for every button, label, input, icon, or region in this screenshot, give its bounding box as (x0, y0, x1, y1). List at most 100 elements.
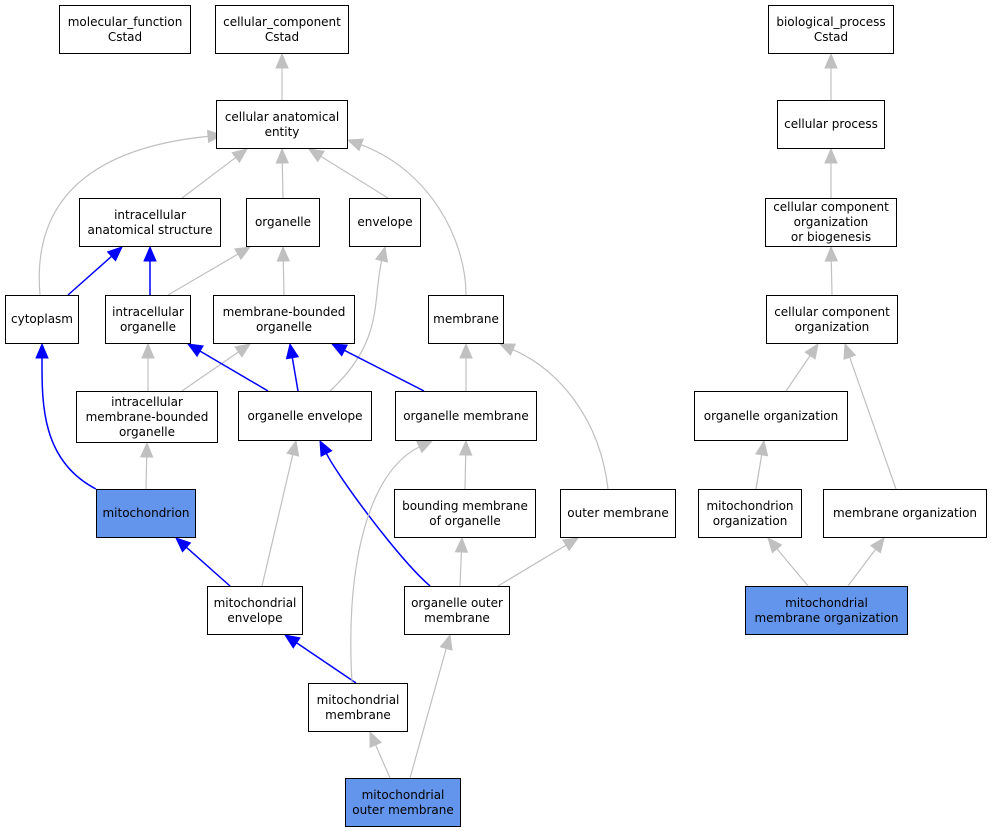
arrowhead (35, 342, 49, 359)
arrowhead (498, 343, 516, 356)
edge-io-to-organelle (167, 246, 252, 296)
arrowhead (139, 441, 154, 458)
edge-om-to-membrane (459, 342, 473, 391)
edge-oe-to-io (186, 343, 269, 392)
edge-mm-to-om (350, 440, 434, 684)
edge-oe-to-mbo (285, 342, 300, 392)
node-organelle[interactable]: organelle (246, 198, 320, 247)
arrowhead (319, 439, 333, 457)
node-membrane[interactable]: membrane (428, 295, 504, 344)
edge-outm-to-membrane (498, 343, 609, 490)
edge-ccob-to-cproc (824, 147, 838, 198)
arrowhead (439, 633, 453, 651)
edge-cytoplasm-to-ias (67, 246, 123, 296)
node-ias[interactable]: intracellular anatomical structure (79, 198, 221, 247)
arrowhead (416, 440, 434, 454)
edge-mm-to-menv (283, 634, 357, 684)
node-mf[interactable]: molecular_function Cstad (59, 5, 191, 54)
arrowhead (141, 342, 155, 359)
edge-memorg-to-cco (843, 342, 897, 490)
edge-cae-to-cc (275, 52, 289, 100)
arrowhead (458, 439, 473, 456)
edge-mito-to-imbo (139, 441, 154, 490)
node-morg[interactable]: mitochondrion organization (698, 489, 802, 538)
edge-cco-to-ccob (824, 245, 839, 296)
node-menv[interactable]: mitochondrial envelope (207, 586, 303, 635)
node-io[interactable]: intracellular organelle (105, 295, 191, 344)
arrowhead (234, 246, 252, 261)
arrowhead (307, 148, 325, 163)
arrowhead (824, 52, 838, 69)
arrowhead (286, 439, 300, 457)
arrowhead (106, 246, 123, 262)
edge-menv-to-mito (175, 537, 231, 587)
arrowhead (824, 147, 838, 164)
node-cytoplasm[interactable]: cytoplasm (5, 295, 79, 344)
edge-mmo-to-morg (767, 537, 809, 587)
node-cproc[interactable]: cellular process (777, 100, 885, 149)
node-om[interactable]: organelle membrane (395, 391, 537, 441)
node-mmo[interactable]: mitochondrial membrane organization (745, 586, 908, 635)
edge-om-to-mbo (330, 343, 425, 392)
arrowhead (346, 138, 364, 152)
arrowhead (175, 537, 192, 553)
node-oom[interactable]: organelle outer membrane (404, 586, 510, 635)
arrowhead (804, 342, 819, 360)
arrowhead (754, 439, 769, 457)
node-oe[interactable]: organelle envelope (238, 391, 372, 441)
node-mito[interactable]: mitochondrion (96, 489, 196, 538)
edge-mom-to-oom (409, 633, 453, 779)
node-cco[interactable]: cellular component organization (766, 295, 898, 344)
arrowhead (374, 245, 389, 263)
node-bmo[interactable]: bounding membrane of organelle (394, 489, 536, 538)
edge-oom-to-oe (319, 439, 431, 587)
arrowhead (275, 52, 289, 69)
arrowhead (330, 343, 348, 357)
node-envelope[interactable]: envelope (349, 198, 421, 247)
arrowhead (206, 129, 224, 144)
node-ccob[interactable]: cellular component organization or bioge… (765, 198, 897, 247)
edge-oom-to-bmo (454, 536, 469, 587)
arrowhead (276, 245, 291, 262)
arrowhead (186, 343, 204, 358)
node-mbo[interactable]: membrane-bounded organelle (213, 295, 355, 344)
arrowhead (562, 537, 580, 552)
node-bp[interactable]: biological_process Cstad (768, 5, 894, 54)
edge-oorg-to-cco (785, 342, 819, 392)
edge-io-to-ias (143, 245, 157, 295)
arrowhead (369, 730, 382, 748)
edge-cproc-to-bp (824, 52, 838, 100)
arrowhead (869, 536, 885, 554)
arrowhead (454, 536, 469, 553)
edge-envelope-to-cae (307, 148, 389, 199)
edge-mmo-to-memorg (847, 536, 885, 587)
edge-bmo-to-om (458, 439, 473, 490)
node-cae[interactable]: cellular anatomical entity (216, 100, 348, 149)
edge-membrane-to-cae (346, 138, 467, 296)
node-cc[interactable]: cellular_component Cstad (215, 5, 349, 54)
node-memorg[interactable]: membrane organization (823, 489, 987, 538)
arrowhead (843, 342, 857, 360)
edge-oe-to-envelope (329, 245, 389, 392)
arrowhead (234, 343, 252, 358)
arrowhead (143, 245, 157, 262)
arrowhead (275, 147, 290, 164)
edge-organelle-to-cae (275, 147, 290, 199)
edge-menv-to-oe (261, 439, 300, 587)
edge-oom-to-outm (497, 537, 580, 587)
node-mom[interactable]: mitochondrial outer membrane (345, 778, 461, 827)
arrowhead (231, 148, 249, 164)
edge-morg-to-oorg (754, 439, 769, 490)
arrowhead (459, 342, 473, 359)
edge-imbo-to-io (141, 342, 155, 391)
edge-ias-to-cae (181, 148, 249, 199)
edge-mom-to-mm (369, 730, 391, 779)
node-oorg[interactable]: organelle organization (694, 391, 848, 441)
node-mm[interactable]: mitochondrial membrane (308, 683, 408, 732)
node-outm[interactable]: outer membrane (560, 489, 676, 538)
arrowhead (824, 245, 839, 262)
edge-mito-to-cytoplasm (35, 342, 97, 490)
node-imbo[interactable]: intracellular membrane-bounded organelle (76, 391, 218, 443)
